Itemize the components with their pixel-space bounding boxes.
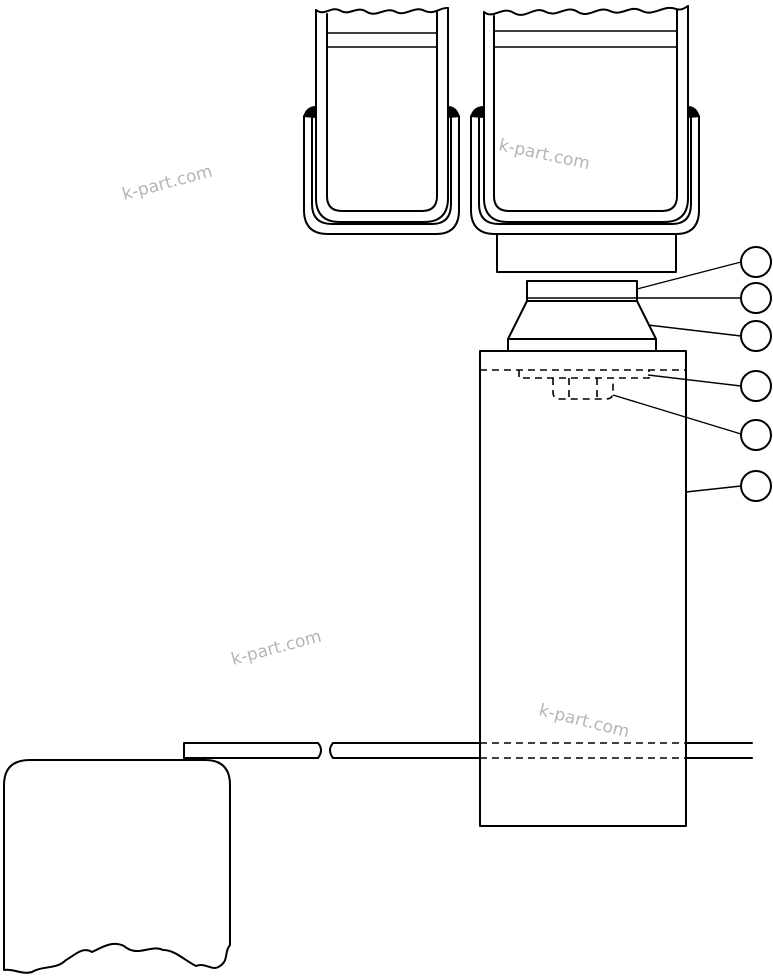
right-strap-break — [483, 5, 689, 16]
leader-3 — [647, 324, 742, 337]
callout-4[interactable] — [740, 370, 772, 402]
left-strap-inner — [326, 11, 438, 212]
leader-5 — [612, 394, 742, 435]
left-clamp-inner — [311, 117, 452, 225]
left-strap-break — [315, 6, 449, 15]
conical-spacer — [507, 300, 657, 340]
callout-3[interactable] — [740, 320, 772, 352]
callout-5[interactable] — [740, 419, 772, 451]
right-clamp-outer — [470, 115, 700, 235]
left-strap-outer — [315, 7, 449, 223]
left-clamp-outer — [303, 115, 460, 235]
callout-2[interactable] — [740, 282, 772, 314]
callouts — [740, 246, 772, 502]
watermark-4: k-part.com — [537, 700, 632, 742]
right-strap-outer — [483, 5, 689, 223]
hidden-washer — [518, 370, 650, 379]
leader-6 — [685, 485, 742, 493]
right-strap-inner — [493, 9, 678, 212]
watermark-1: k-part.com — [120, 162, 215, 205]
left-strap-assembly — [303, 6, 460, 235]
leader-4 — [647, 374, 742, 387]
right-clamp-lip-right — [688, 106, 700, 118]
leader-lines — [612, 261, 742, 493]
left-clamp-lip-left — [303, 106, 316, 118]
hidden-nut — [552, 378, 614, 400]
left-clamp-lip-right — [448, 106, 460, 118]
mount-stack — [496, 233, 677, 352]
collar — [526, 280, 638, 302]
bar-right-break — [329, 742, 334, 759]
leader-1 — [636, 261, 742, 290]
mount-block — [496, 233, 677, 273]
right-clamp-lip-left — [470, 106, 484, 118]
right-strap-assembly — [470, 5, 700, 235]
bar-left-segment — [183, 742, 322, 759]
main-column — [479, 350, 687, 827]
right-clamp-inner — [478, 117, 692, 225]
main-column-body — [479, 350, 687, 827]
callout-6[interactable] — [740, 470, 772, 502]
watermark-2: k-part.com — [497, 135, 592, 174]
bottom-left-housing — [3, 759, 231, 974]
horizontal-bar — [183, 742, 753, 759]
watermark-3: k-part.com — [229, 627, 324, 670]
callout-1[interactable] — [740, 246, 772, 278]
